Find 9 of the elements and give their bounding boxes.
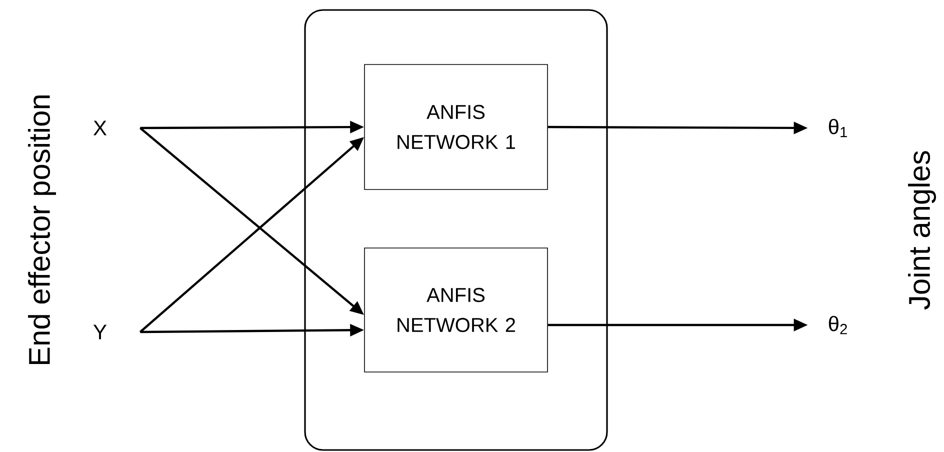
axis-label: Joint angles	[908, 151, 936, 310]
network-box: ANFIS NETWORK 1	[364, 64, 548, 190]
input-label: Y	[93, 324, 107, 340]
network-box: ANFIS NETWORK 2	[364, 248, 548, 372]
output-label: θ$_{2}$	[828, 316, 847, 334]
axis-label: End effector position	[28, 96, 56, 364]
input-label: X	[93, 120, 107, 136]
container-box	[304, 9, 608, 451]
output-label: θ$_{1}$	[828, 118, 847, 138]
